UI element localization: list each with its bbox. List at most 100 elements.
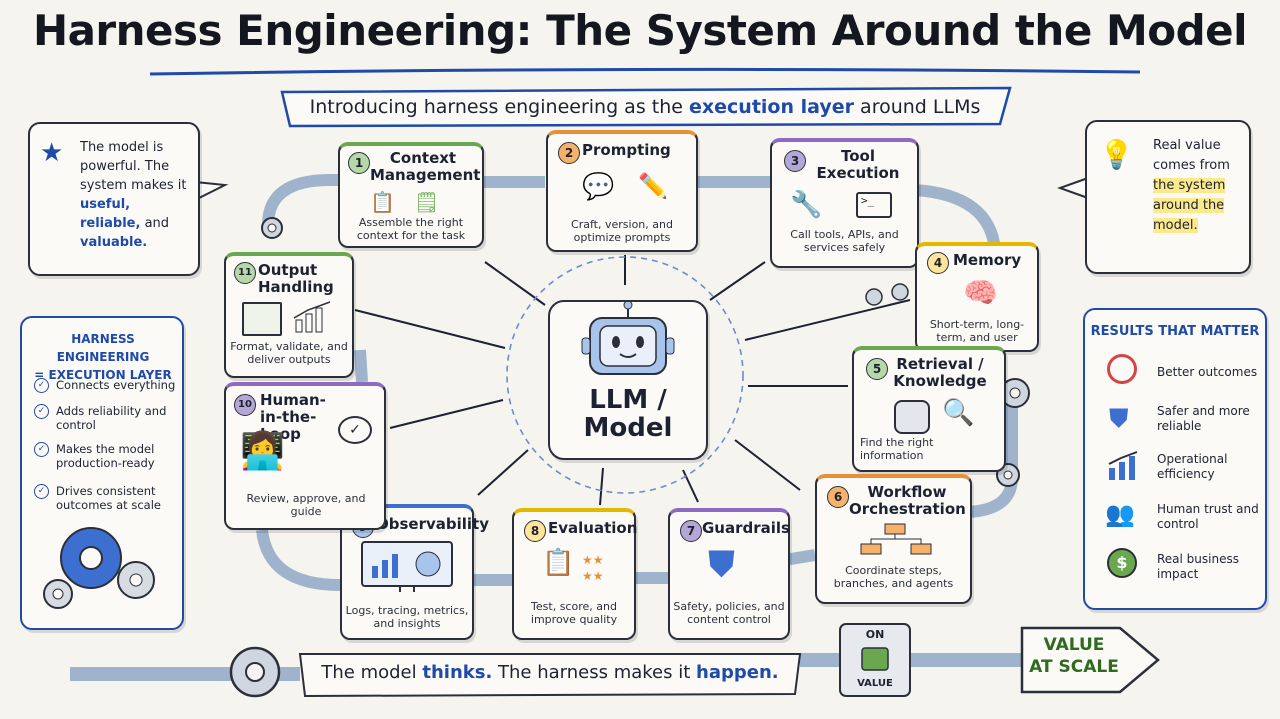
pencil-icon: ✏️: [638, 172, 668, 200]
switch-toggle: [861, 647, 889, 671]
card-number: 2: [558, 142, 580, 164]
value-at-scale-sign: VALUE AT SCALE: [1026, 634, 1122, 678]
pipe-segment: [914, 184, 1001, 251]
subtitle: Introducing harness engineering as the e…: [282, 88, 1008, 126]
footer-mid: The harness makes it: [498, 662, 691, 683]
lightbulb-icon: 💡: [1099, 138, 1134, 171]
subtitle-banner: [280, 86, 1012, 128]
page-title: Harness Engineering: The System Around t…: [32, 6, 1248, 55]
people-icon: 👥: [1105, 500, 1135, 528]
card-desc: Format, validate, and deliver outputs: [230, 340, 348, 366]
clipboard-icon: 📋: [542, 548, 575, 578]
card-desc: Call tools, APIs, and services safely: [790, 228, 899, 254]
pipe-segment: [354, 349, 368, 383]
switch-on-label: ON: [865, 628, 885, 641]
card-desc: Logs, tracing, metrics, and insights: [345, 604, 469, 630]
left-note-kw1: useful,: [80, 197, 131, 212]
footer-tagline: The model thinks. The harness makes it h…: [300, 652, 800, 694]
dollar-icon: $: [1107, 548, 1137, 578]
card-title: Evaluation: [548, 519, 638, 537]
card-desc: Find the right information: [860, 436, 934, 462]
robot-icon: [581, 302, 675, 375]
card-number: 4: [927, 252, 949, 274]
value-arrow-sign: [1020, 626, 1160, 694]
card-title: Workflow Orchestration: [849, 483, 966, 518]
harness-item: Connects everything: [56, 378, 176, 392]
harness-panel-title: HARNESS ENGINEERING = EXECUTION LAYER: [30, 330, 176, 384]
harness-item: Drives consistent outcomes at scale: [56, 484, 161, 512]
shield-icon: ⛊: [708, 544, 736, 585]
center-arrows: [354, 255, 911, 506]
sticky-notes-icon: 🗒: [414, 190, 440, 214]
switch-value-label: VALUE: [857, 678, 893, 689]
card-prompting: 2 Prompting 💬 ✏️ Craft, version, and opt…: [546, 130, 698, 252]
subtitle-post: around LLMs: [860, 96, 981, 118]
result-item: Real business impact: [1157, 552, 1239, 581]
results-panel-title: RESULTS THAT MATTER: [1090, 324, 1260, 339]
card-title: Human-in-the-Loop: [260, 391, 326, 443]
card-evaluation: 8 Evaluation 📋 ★★★★ Test, score, and imp…: [512, 508, 638, 640]
result-item: Operational efficiency: [1157, 452, 1228, 481]
terminal-icon: >_: [856, 192, 892, 218]
gear-icon: [261, 217, 283, 239]
subtitle-pre: Introducing harness engineering as the: [309, 96, 683, 118]
footer-kw2: happen.: [696, 662, 779, 683]
orbit-circle: [506, 256, 744, 494]
card-title: Memory: [953, 251, 1022, 269]
results-panel: RESULTS THAT MATTER Better outcomes ⛊ Sa…: [1083, 308, 1267, 610]
llm-label: LLM / Model: [550, 386, 706, 442]
pipe-segment: [784, 549, 816, 566]
card-output-handling: 11 Output Handling Format, validate, and…: [224, 252, 354, 378]
right-note-text: Real value comes from the system around …: [1153, 136, 1243, 236]
result-item: Human trust and control: [1157, 502, 1259, 531]
card-title: Prompting: [582, 141, 671, 159]
bubble-tail: [1057, 177, 1089, 199]
card-number: 7: [680, 520, 702, 542]
check-icon: ✓: [34, 484, 49, 499]
result-item: Better outcomes: [1157, 365, 1258, 379]
card-observability: 9 Observability Logs, tracing, metrics, …: [340, 504, 489, 640]
check-icon: ✓: [34, 404, 49, 419]
left-note-card: ★ The model is powerful. The system make…: [28, 122, 200, 276]
card-title: Context Management: [370, 149, 481, 184]
wrench-icon: 🔧: [790, 190, 823, 220]
card-title: Output Handling: [258, 261, 334, 296]
harness-title-line1: HARNESS ENGINEERING: [56, 332, 150, 364]
shield-icon: ⛊: [1109, 404, 1129, 434]
card-memory: 4 Memory 🧠 Short-term, long-term, and us…: [915, 242, 1039, 357]
value-sign-line1: VALUE: [1043, 635, 1105, 655]
card-desc: Assemble the right context for the task: [356, 216, 466, 242]
llm-label-line1: LLM /: [589, 385, 667, 415]
llm-model-box: LLM / Model: [548, 300, 708, 460]
person-laptop-icon: 👩‍💻: [240, 431, 285, 472]
card-tool-execution: 3 Tool Execution 🔧 >_ Call tools, APIs, …: [770, 138, 919, 268]
star-icon: ★: [40, 138, 64, 168]
llm-label-line2: Model: [583, 413, 673, 443]
stars-icon: ★★★★: [582, 553, 604, 583]
card-number: 10: [234, 394, 256, 416]
card-retrieval-knowledge: 5 Retrieval / Knowledge 🔍 Find the right…: [852, 346, 1006, 472]
gears-illustration: [43, 527, 155, 609]
magnifier-icon: 🔍: [942, 398, 975, 428]
database-icon: [894, 400, 930, 434]
pipe-segment: [256, 529, 341, 591]
footer-pre: The model: [321, 662, 417, 683]
approve-check-icon: ✓: [338, 416, 372, 444]
check-icon: ✓: [34, 442, 49, 457]
left-note-text: The model is powerful. The system makes …: [80, 138, 192, 252]
footer-kw1: thinks.: [422, 662, 493, 683]
card-number: 8: [524, 520, 546, 542]
growth-chart-icon: [293, 301, 331, 333]
brain-icon: 🧠: [963, 276, 998, 309]
card-number: 5: [866, 358, 888, 380]
monitor-dashboard-icon: [361, 541, 453, 592]
bubble-tail: [194, 181, 229, 201]
card-title: Guardrails: [702, 519, 790, 537]
footer-banner-shape: [298, 653, 802, 698]
right-note-line1: Real value comes from: [1153, 138, 1230, 173]
result-item: Safer and more reliable: [1157, 404, 1250, 433]
left-note-line2: The system makes it: [80, 159, 187, 193]
flowchart-icon: [860, 523, 932, 555]
card-title: Tool Execution: [816, 147, 900, 182]
card-number: 3: [784, 150, 806, 172]
